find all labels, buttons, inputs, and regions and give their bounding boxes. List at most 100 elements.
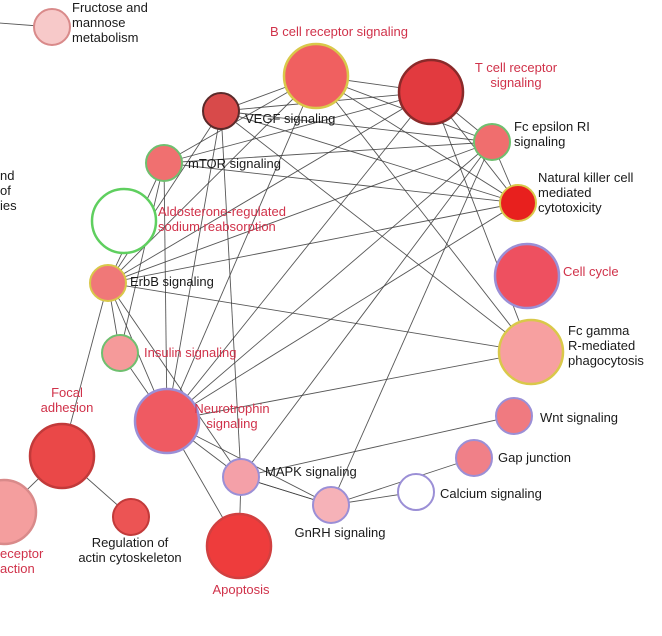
label-line: metabolism <box>72 30 138 45</box>
edge-bcr-neuro <box>166 75 317 422</box>
label-line: Cell cycle <box>563 264 619 279</box>
label-apoptosis: Apoptosis <box>212 582 270 597</box>
edge-nk-neuro <box>166 202 519 422</box>
edge-erbb-mapk <box>107 282 242 478</box>
label-line: Calcium signaling <box>440 486 542 501</box>
label-calcium: Calcium signaling <box>440 486 542 501</box>
label-gap: Gap junction <box>498 450 571 465</box>
edge-layer <box>0 22 532 547</box>
node-fructose[interactable] <box>33 8 71 46</box>
label-mtor: mTOR signaling <box>188 156 281 171</box>
edge-fceri-gnrh <box>330 141 493 506</box>
node-bcr[interactable] <box>282 42 350 110</box>
edge-fcgamma-neuro <box>166 351 532 422</box>
node-nk[interactable] <box>499 184 537 222</box>
node-regactin[interactable] <box>112 498 150 536</box>
edge-fceri-erbb <box>107 141 493 284</box>
label-line: adhesion <box>41 400 94 415</box>
label-line: Insulin signaling <box>144 345 237 360</box>
node-tcr[interactable] <box>397 58 465 126</box>
label-line: R-mediated <box>568 338 635 353</box>
label-line: Fc gamma <box>568 323 630 338</box>
label-line: actin cytoskeleton <box>78 550 181 565</box>
edge-fceri-mapk <box>240 141 493 478</box>
edge-nk-erbb <box>107 202 519 284</box>
label-line: mTOR signaling <box>188 156 281 171</box>
label-bcr: B cell receptor signaling <box>270 24 408 39</box>
node-fcgamma[interactable] <box>497 318 565 386</box>
edge-vegf-nk <box>220 110 519 204</box>
node-mtor[interactable] <box>145 144 183 182</box>
label-mapk: MAPK signaling <box>265 464 357 479</box>
label-line: ErbB signaling <box>130 274 214 289</box>
label-line: Aldosterone-regulated <box>158 204 286 219</box>
node-erbb[interactable] <box>89 264 127 302</box>
label-line: action <box>0 561 35 576</box>
node-aldo[interactable] <box>90 187 158 255</box>
label-insulin: Insulin signaling <box>144 345 237 360</box>
node-calcium[interactable] <box>397 473 435 511</box>
node-insulin[interactable] <box>101 334 139 372</box>
label-line: signaling <box>490 75 541 90</box>
label-line: T cell receptor <box>475 60 558 75</box>
label-line: Focal <box>51 385 83 400</box>
edge-tcr-mtor <box>163 91 432 164</box>
edge-tcr-erbb <box>107 91 432 284</box>
edge-fceri-neuro <box>166 141 493 422</box>
label-line: Fc epsilon RI <box>514 119 590 134</box>
label-line: GnRH signaling <box>294 525 385 540</box>
edge-mtor-insulin <box>119 162 165 354</box>
label-line: mannose <box>72 15 125 30</box>
node-apoptosis[interactable] <box>205 512 273 580</box>
node-ecmreceptor[interactable] <box>0 478 38 546</box>
node-vegf[interactable] <box>202 92 240 130</box>
label-line: Apoptosis <box>212 582 270 597</box>
edge-mapk-wnt <box>240 415 515 478</box>
edge-bcr-fcgamma <box>315 75 532 353</box>
label-line: Fructose and <box>72 0 148 15</box>
edge-bcr-nk <box>315 75 519 204</box>
label-line: sodium reabsorption <box>158 219 276 234</box>
node-neuro[interactable] <box>133 387 201 455</box>
label-line: ies <box>0 198 17 213</box>
label-line: phagocytosis <box>568 353 644 368</box>
edge-fcgamma-erbb <box>107 282 532 353</box>
label-line: Neurotrophin <box>194 401 269 416</box>
node-fceri[interactable] <box>473 123 511 161</box>
node-gnrh[interactable] <box>312 486 350 524</box>
label-line: signaling <box>514 134 565 149</box>
label-line: nd <box>0 168 14 183</box>
node-wnt[interactable] <box>495 397 533 435</box>
label-line: Gap junction <box>498 450 571 465</box>
label-line: of <box>0 183 11 198</box>
node-focal[interactable] <box>28 422 96 490</box>
node-cellcycle[interactable] <box>493 242 561 310</box>
label-line: Regulation of <box>92 535 169 550</box>
edge-fcgamma-tcr <box>430 91 532 353</box>
label-line: B cell receptor signaling <box>270 24 408 39</box>
label-line: cytotoxicity <box>538 200 602 215</box>
edge-vegf-fcgamma <box>220 110 532 353</box>
label-line: signaling <box>206 416 257 431</box>
edge-mtor-nk <box>163 162 519 204</box>
label-cellcycle: Cell cycle <box>563 264 619 279</box>
node-mapk[interactable] <box>222 458 260 496</box>
edge-vegf-mapk <box>220 110 242 478</box>
label-gnrh: GnRH signaling <box>294 525 385 540</box>
node-gap[interactable] <box>455 439 493 477</box>
label-line: mediated <box>538 185 591 200</box>
edge-vegf-fceri <box>220 110 493 143</box>
label-erbb: ErbB signaling <box>130 274 214 289</box>
label-line: Natural killer cell <box>538 170 633 185</box>
edge-tcr-neuro <box>166 91 432 422</box>
